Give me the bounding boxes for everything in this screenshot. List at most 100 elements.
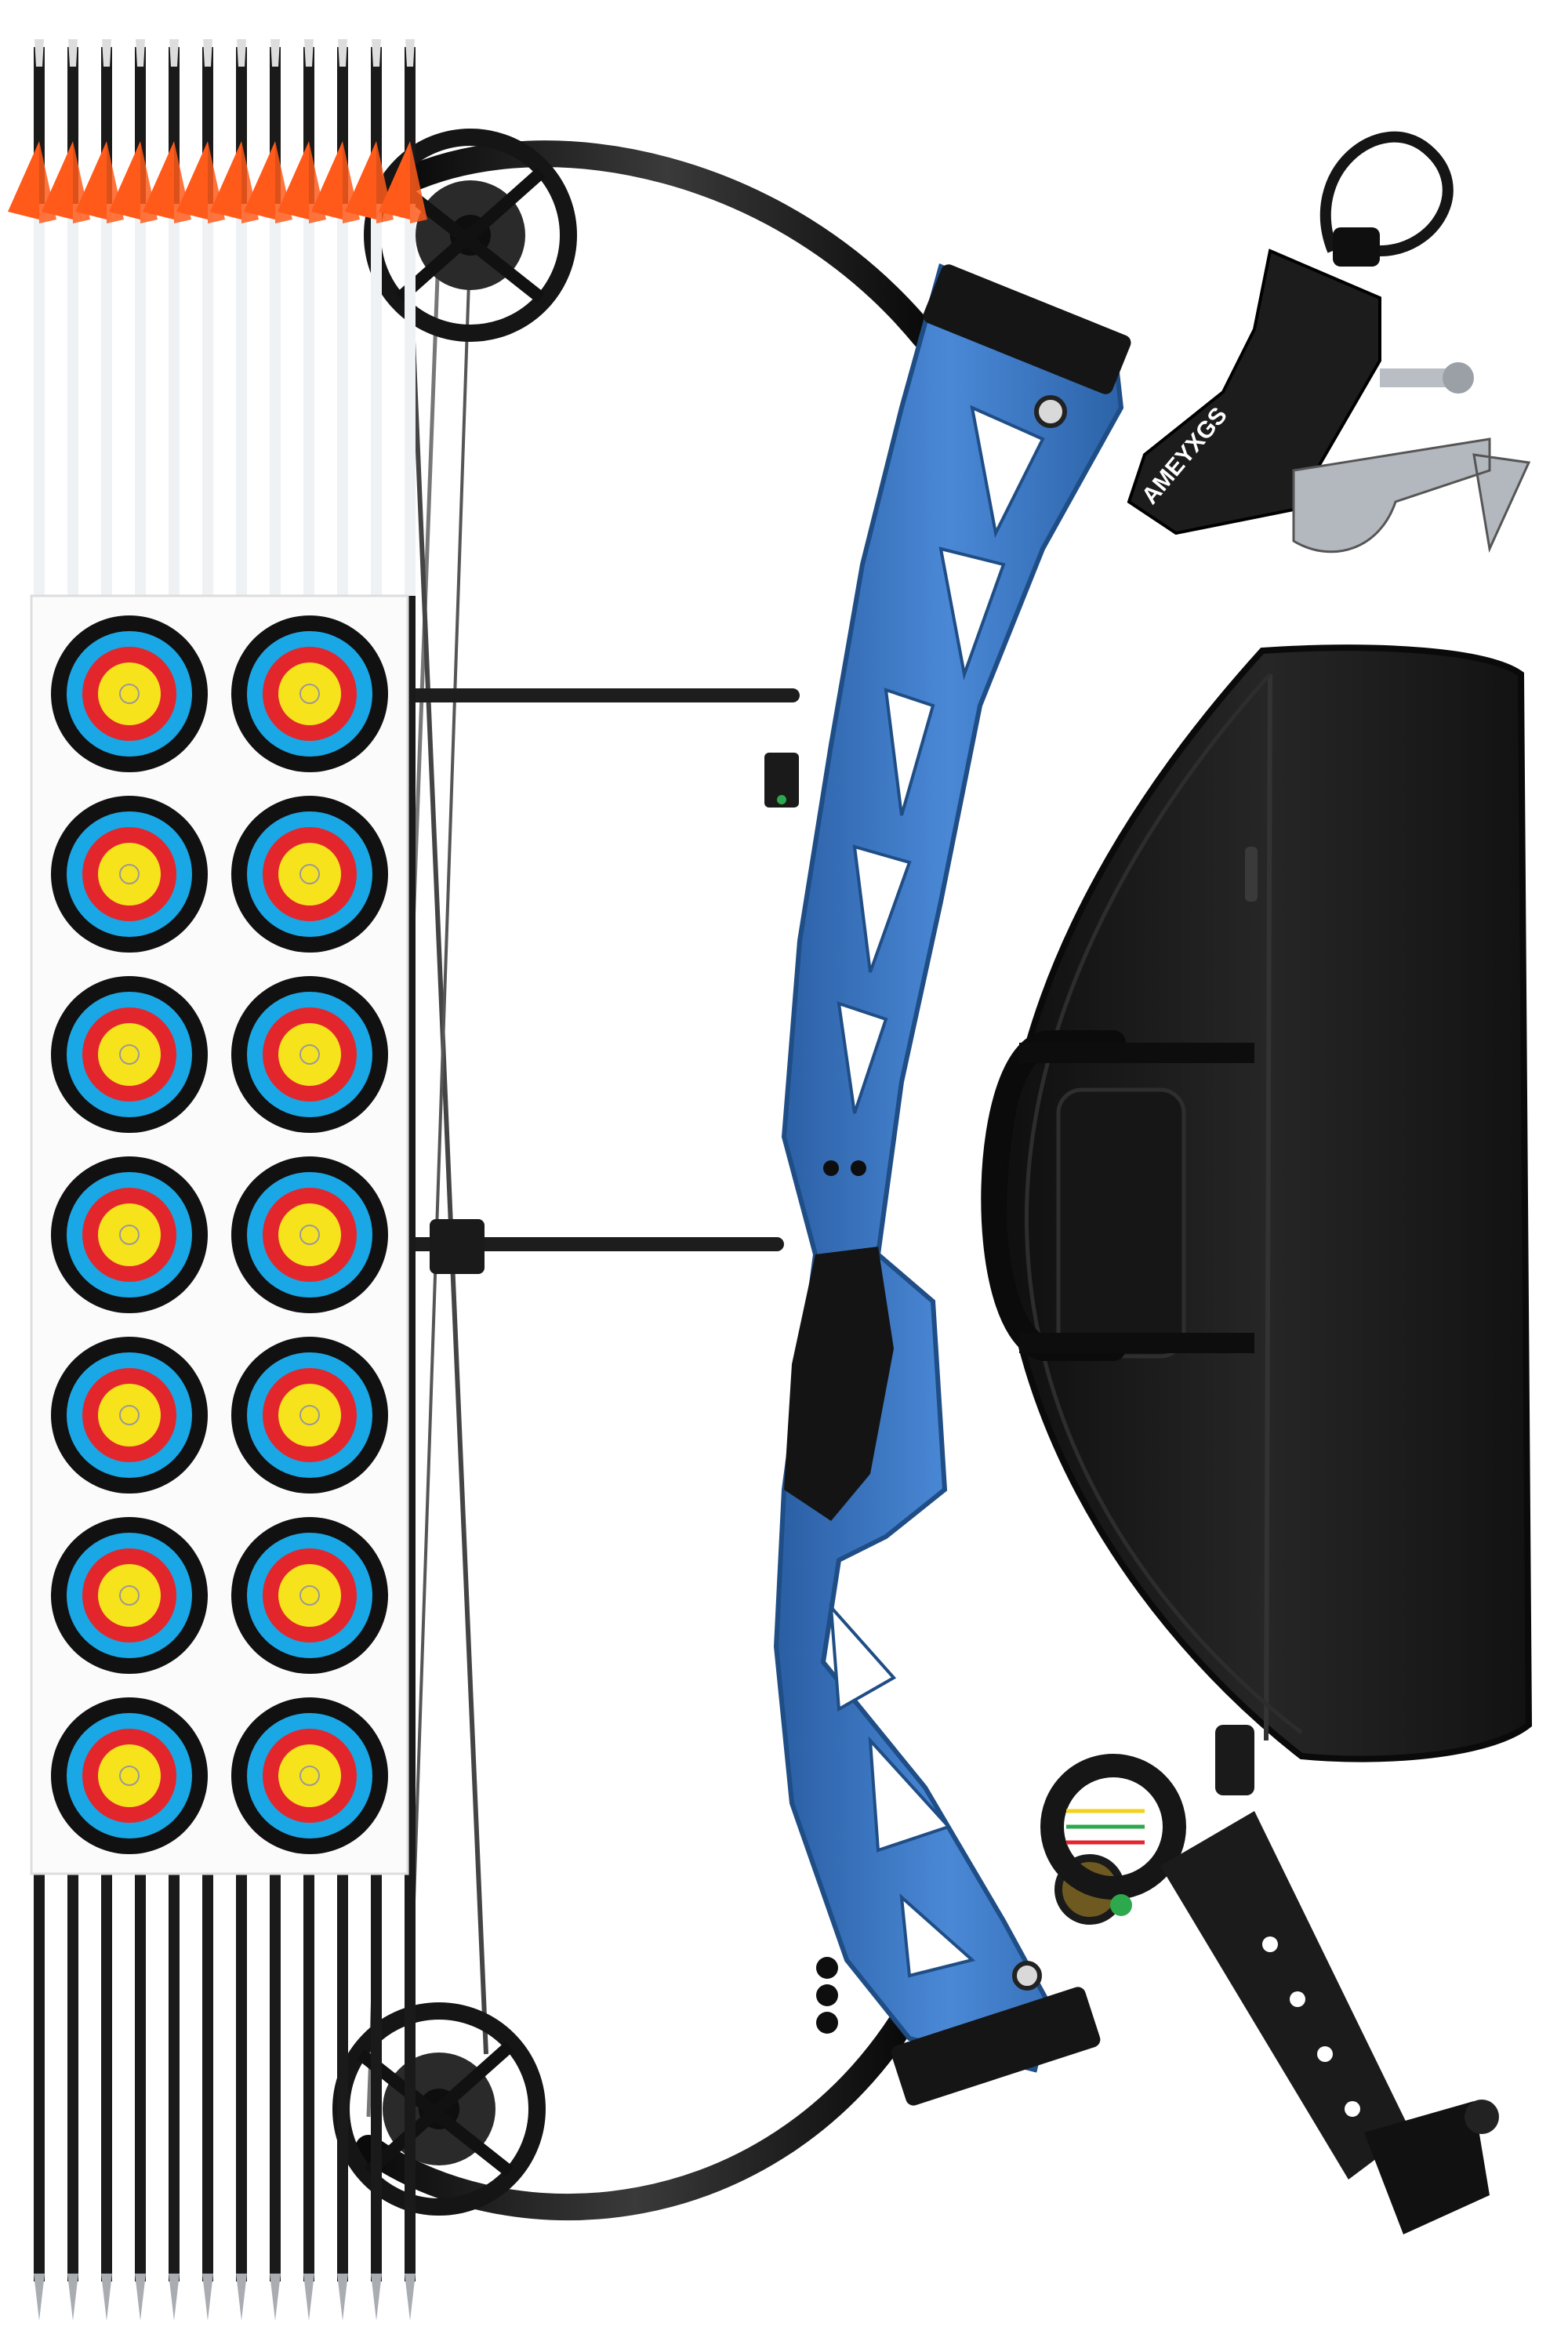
target-center xyxy=(299,1766,320,1786)
arrow-wrap xyxy=(371,204,382,596)
target-ring-yellow xyxy=(98,662,161,725)
limb-bolt-upper xyxy=(1034,395,1067,428)
arrow-wrap xyxy=(405,204,416,596)
arrow-vane xyxy=(244,141,275,220)
target-face xyxy=(51,796,208,953)
target-center xyxy=(119,684,140,704)
bow-riser xyxy=(773,263,1124,2073)
lower-limb xyxy=(355,2009,915,2221)
target-face xyxy=(231,1697,388,1854)
arrow-nock xyxy=(34,39,44,67)
release-wrist-cord xyxy=(1319,131,1454,256)
arrow-wrap xyxy=(337,204,348,596)
arrow-vane xyxy=(410,141,427,223)
arrow-nock xyxy=(136,39,145,67)
arrow-vane xyxy=(210,141,241,220)
case-seam xyxy=(1264,673,1272,1741)
target-ring-yellow xyxy=(98,1023,161,1086)
arrow-vane xyxy=(42,141,73,220)
riser-holes xyxy=(816,1160,866,2034)
cable-slide xyxy=(430,1219,485,1274)
sight-elevation-knob xyxy=(1215,1725,1254,1795)
target-ring-yellow xyxy=(278,843,341,906)
release-strap-buckle xyxy=(1333,227,1380,267)
target-ring-yellow xyxy=(278,1384,341,1446)
release-trigger xyxy=(1292,437,1531,554)
arrow-rest xyxy=(764,753,799,808)
target-center xyxy=(119,864,140,884)
target-face xyxy=(51,1337,208,1494)
arrow-point xyxy=(337,2274,348,2321)
arrow-point xyxy=(270,2274,281,2321)
arrow-vane xyxy=(345,141,376,220)
arrow-nock xyxy=(338,39,347,67)
arrow-wrap xyxy=(101,204,112,596)
target-ring-yellow xyxy=(278,1744,341,1807)
arrow-nock xyxy=(102,39,111,67)
arrow-nock xyxy=(237,39,246,67)
arrow-point xyxy=(67,2274,78,2321)
arrow-nock xyxy=(405,39,415,67)
target-ring-yellow xyxy=(98,1203,161,1266)
sight-level-bubble xyxy=(1110,1894,1132,1916)
release-pin-knob xyxy=(1443,362,1474,394)
target-ring-yellow xyxy=(98,843,161,906)
target-center xyxy=(119,1405,140,1425)
sight-mount-knob xyxy=(1465,2100,1499,2134)
target-face xyxy=(51,1156,208,1313)
target-center xyxy=(299,1225,320,1245)
arrow-wrap xyxy=(67,204,78,596)
target-face xyxy=(231,1337,388,1494)
target-faces xyxy=(30,594,409,1875)
arrow-point xyxy=(34,2274,45,2321)
bow-limbs xyxy=(355,140,938,2221)
target-center xyxy=(119,1585,140,1606)
target-ring-yellow xyxy=(98,1564,161,1627)
arrow-wrap xyxy=(236,204,247,596)
arrow-point xyxy=(303,2274,314,2321)
target-face xyxy=(51,1697,208,1854)
target-face xyxy=(51,615,208,772)
target-face xyxy=(231,796,388,953)
arrow-point xyxy=(202,2274,213,2321)
target-face xyxy=(231,615,388,772)
arrow-nock xyxy=(304,39,314,67)
target-face xyxy=(231,1156,388,1313)
arrow-wrap xyxy=(34,204,45,596)
sight-bar xyxy=(1160,1811,1411,2180)
arrow-nock xyxy=(270,39,280,67)
arrow-point xyxy=(236,2274,247,2321)
arrow-wrap xyxy=(169,204,180,596)
target-ring-yellow xyxy=(98,1384,161,1446)
bow-case xyxy=(981,644,1533,1762)
sight-pin-guard xyxy=(1040,1754,1186,1900)
target-center xyxy=(299,1044,320,1065)
sight-bar-holes xyxy=(1262,1936,1360,2117)
arrow-wrap xyxy=(202,204,213,596)
arrow-point xyxy=(101,2274,112,2321)
target-ring-yellow xyxy=(278,662,341,725)
target-face xyxy=(231,1517,388,1674)
arrow-wrap xyxy=(135,204,146,596)
case-zipper-pull xyxy=(1245,847,1258,902)
target-center xyxy=(119,1044,140,1065)
arrow-point xyxy=(371,2274,382,2321)
release-pin xyxy=(1380,368,1450,387)
case-strap xyxy=(1019,1043,1254,1063)
arrow-vane xyxy=(143,141,174,220)
bow-sight xyxy=(1040,1725,1499,2234)
arrow-vane xyxy=(8,141,39,220)
arrow-nock xyxy=(169,39,179,67)
case-piping xyxy=(1024,673,1303,1734)
target-ring-yellow xyxy=(278,1564,341,1627)
target-center xyxy=(119,1766,140,1786)
target-ring-yellow xyxy=(278,1203,341,1266)
arrow-point xyxy=(405,2274,416,2321)
arrow-vane xyxy=(311,141,343,220)
arrow-vane xyxy=(278,141,309,220)
release-aid: AMEYXGS xyxy=(1127,131,1531,554)
arrow-nock xyxy=(203,39,212,67)
target-ring-yellow xyxy=(278,1023,341,1086)
cable-guard-rod-lower xyxy=(408,1237,784,1251)
target-center xyxy=(119,1225,140,1245)
